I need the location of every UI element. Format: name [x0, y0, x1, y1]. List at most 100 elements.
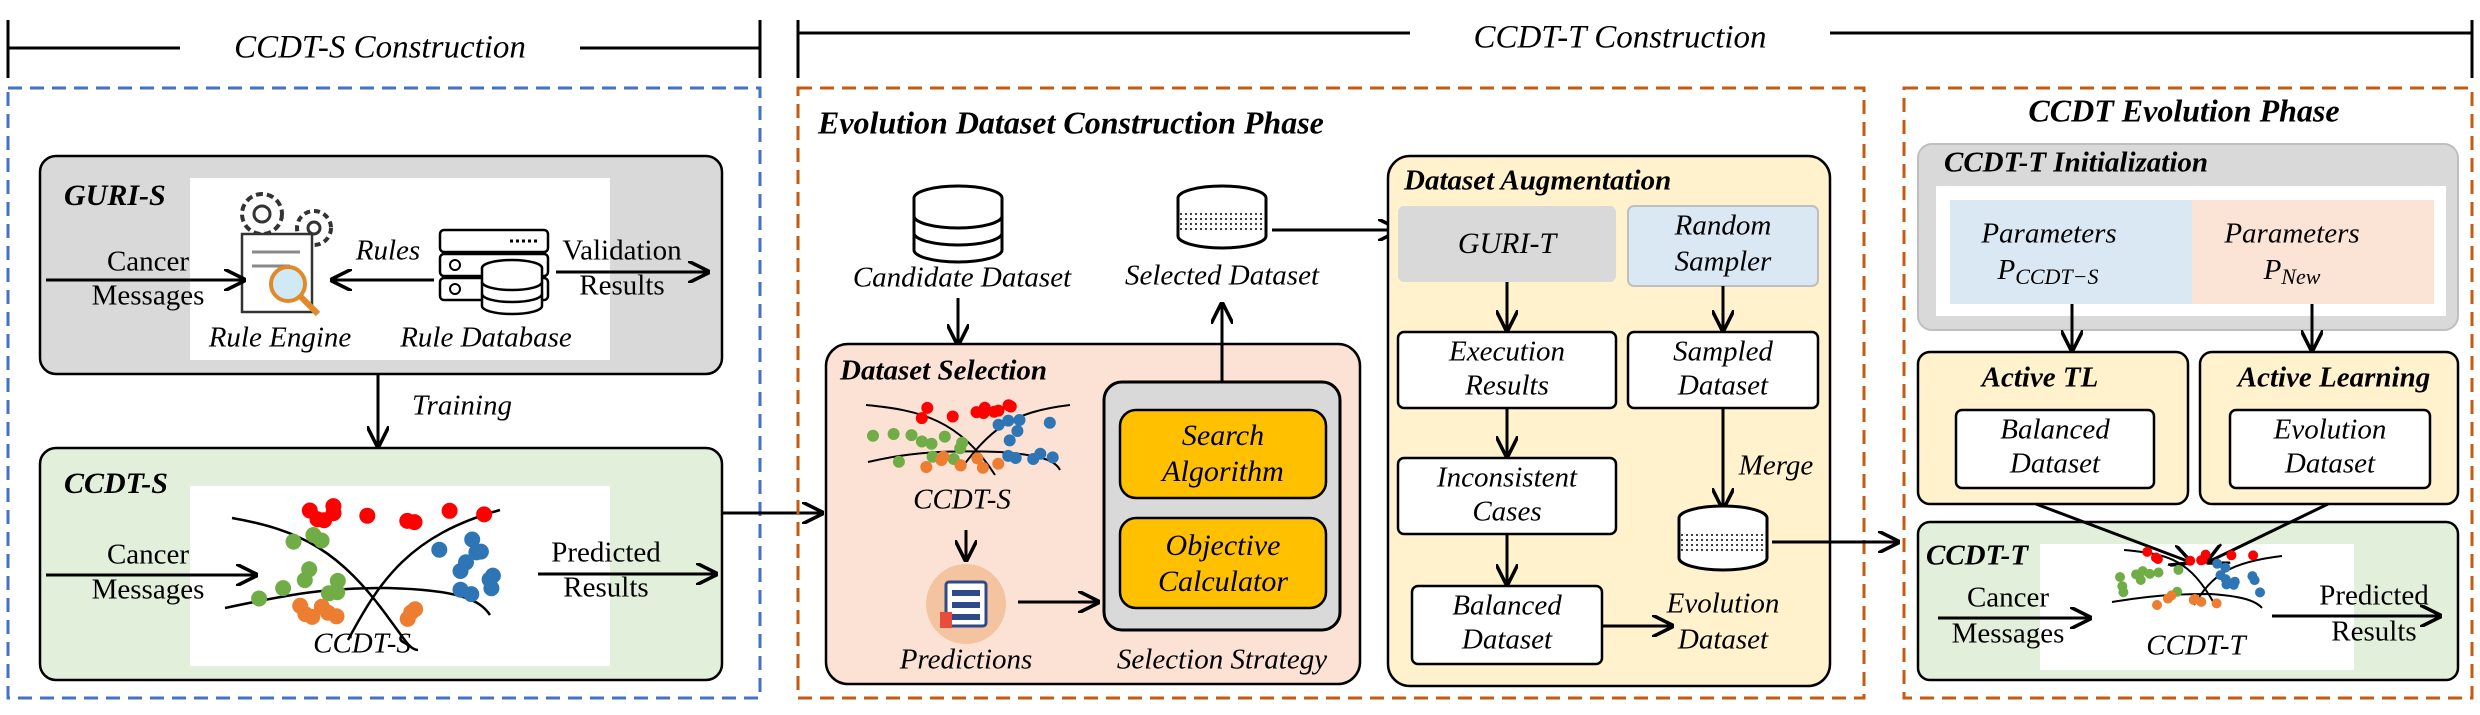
- active-tl-content-line2: Dataset: [2009, 448, 2101, 480]
- cluster-dot: [2144, 568, 2155, 579]
- rule-engine-label: Rule Engine: [208, 322, 352, 354]
- cluster-dot: [320, 604, 336, 621]
- params-new-sub: New: [2280, 264, 2320, 289]
- cluster-dot: [954, 459, 967, 472]
- candidate-dataset-label: Candidate Dataset: [853, 262, 1072, 294]
- guri-s-output-line2: Results: [579, 270, 664, 302]
- ccdt-s-output-line2: Results: [563, 572, 648, 604]
- cluster-dot: [937, 450, 950, 463]
- active-learning-title: Active Learning: [2236, 362, 2431, 394]
- cluster-dot: [1004, 400, 1017, 413]
- cluster-dot: [976, 461, 989, 474]
- cluster-dot: [285, 533, 302, 550]
- ccdt-s-inner: [190, 486, 610, 666]
- ccdt-t-output-line1: Predicted: [2319, 580, 2429, 612]
- cluster-dot: [1046, 451, 1059, 464]
- selected-dataset-icon: [1176, 184, 1268, 250]
- cluster-dot: [275, 580, 292, 597]
- params-new-sym: P: [2263, 254, 2282, 286]
- ccdt-t-init-title: CCDT-T Initialization: [1944, 147, 2208, 179]
- cluster-dot: [2255, 587, 2265, 598]
- selected-dataset-label: Selected Dataset: [1125, 260, 1320, 292]
- selection-strategy-label: Selection Strategy: [1117, 644, 1327, 676]
- params-s-sym: P: [1996, 254, 2015, 286]
- cluster-dot: [464, 531, 481, 548]
- cluster-dot: [2150, 552, 2161, 563]
- cluster-dot: [1034, 447, 1047, 460]
- guri-s-input-line2: Messages: [92, 280, 205, 312]
- sampled-dataset-line1: Sampled: [1673, 336, 1773, 368]
- active-learning-content-line1: Evolution: [2273, 414, 2387, 446]
- execution-results-line2: Results: [1464, 370, 1549, 402]
- cluster-dot: [887, 428, 900, 440]
- training-label: Training: [412, 390, 512, 422]
- cluster-dot: [1013, 414, 1026, 426]
- evolution-dataset-line2: Dataset: [1677, 624, 1769, 656]
- ccdt-t-output-line2: Results: [2331, 616, 2416, 648]
- cluster-dot: [2142, 546, 2153, 557]
- cluster-dot: [2153, 567, 2164, 578]
- rules-label: Rules: [355, 235, 420, 267]
- ccdt-s-input-line1: Cancer: [107, 539, 189, 571]
- ccdt-s-frame: [6, 86, 762, 700]
- ccdt-s-model-label: CCDT-S: [313, 628, 411, 660]
- search-algorithm-box[interactable]: [1118, 408, 1328, 500]
- evolution-construction-title: Evolution Dataset Construction Phase: [817, 104, 1324, 140]
- inconsistent-cases-line2: Cases: [1472, 496, 1541, 528]
- cluster-dot: [992, 418, 1005, 431]
- ccdt-t-scatter: [2111, 546, 2283, 610]
- cluster-dot: [892, 455, 905, 468]
- evolution-dataset-line1: Evolution: [1666, 588, 1780, 620]
- ccdt-t-model-label: CCDT-T: [2146, 630, 2247, 662]
- merge-label: Merge: [1738, 450, 1814, 482]
- cluster-dot: [2188, 595, 2199, 605]
- cluster-dot: [399, 512, 416, 529]
- cluster-dot: [921, 401, 934, 414]
- params-new-symbol: PNew: [2263, 254, 2321, 289]
- objective-calculator-line1: Objective: [1166, 529, 1281, 562]
- cluster-dot: [1003, 434, 1016, 447]
- active-learning-content-box[interactable]: [2228, 408, 2432, 490]
- active-tl-title: Active TL: [1980, 362, 2099, 394]
- cluster-dot: [1002, 414, 1015, 427]
- cluster-dot: [920, 461, 933, 473]
- cluster-dot: [971, 452, 984, 465]
- cluster-dot: [483, 580, 500, 597]
- cluster-dot: [2228, 579, 2239, 590]
- guri-s-title: GURI-S: [64, 179, 166, 212]
- dataset-augmentation-title: Dataset Augmentation: [1403, 165, 1671, 197]
- active-tl-content-line1: Balanced: [2000, 414, 2110, 446]
- selection-model-label: CCDT-S: [913, 484, 1011, 516]
- random-sampler-line2: Sampler: [1675, 246, 1772, 278]
- cluster-dot: [2115, 572, 2125, 582]
- balanced-dataset-line1: Balanced: [1452, 590, 1562, 622]
- ccdt-s-input-line2: Messages: [92, 574, 205, 606]
- cluster-dot: [925, 437, 938, 450]
- objective-calculator-box[interactable]: [1118, 516, 1328, 610]
- cluster-dot: [2248, 550, 2259, 561]
- cluster-dot: [2131, 569, 2142, 580]
- predictions-label: Predictions: [899, 644, 1033, 676]
- sampled-dataset-line2: Dataset: [1677, 370, 1769, 402]
- header-ccdt-t-label: CCDT-T Construction: [1473, 20, 1766, 56]
- execution-results-line1: Execution: [1448, 336, 1565, 368]
- cluster-dot: [915, 412, 928, 425]
- objective-calculator-line2: Calculator: [1158, 565, 1288, 598]
- active-tl-content-box[interactable]: [1954, 408, 2156, 490]
- ccdt-t-inner: [2040, 544, 2354, 670]
- active-tl-to-ccdt-t-arrow: [2035, 502, 2190, 562]
- params-s-line1: Parameters: [1980, 218, 2116, 250]
- cluster-dot: [2211, 598, 2222, 609]
- random-sampler-line1: Random: [1674, 210, 1772, 242]
- params-new-line1: Parameters: [2223, 218, 2359, 250]
- cluster-dot: [992, 457, 1005, 470]
- cluster-dot: [463, 586, 480, 603]
- guri-s-output-line1: Validation: [562, 235, 682, 267]
- cluster-dot: [431, 541, 448, 558]
- guri-t-box[interactable]: [1398, 206, 1616, 282]
- ccdt-evolution-frame: [1902, 86, 2474, 700]
- cluster-dot: [2247, 571, 2258, 582]
- cluster-dot: [2212, 558, 2223, 569]
- ccdt-s-title: CCDT-S: [64, 467, 168, 500]
- cluster-dot: [1011, 425, 1024, 437]
